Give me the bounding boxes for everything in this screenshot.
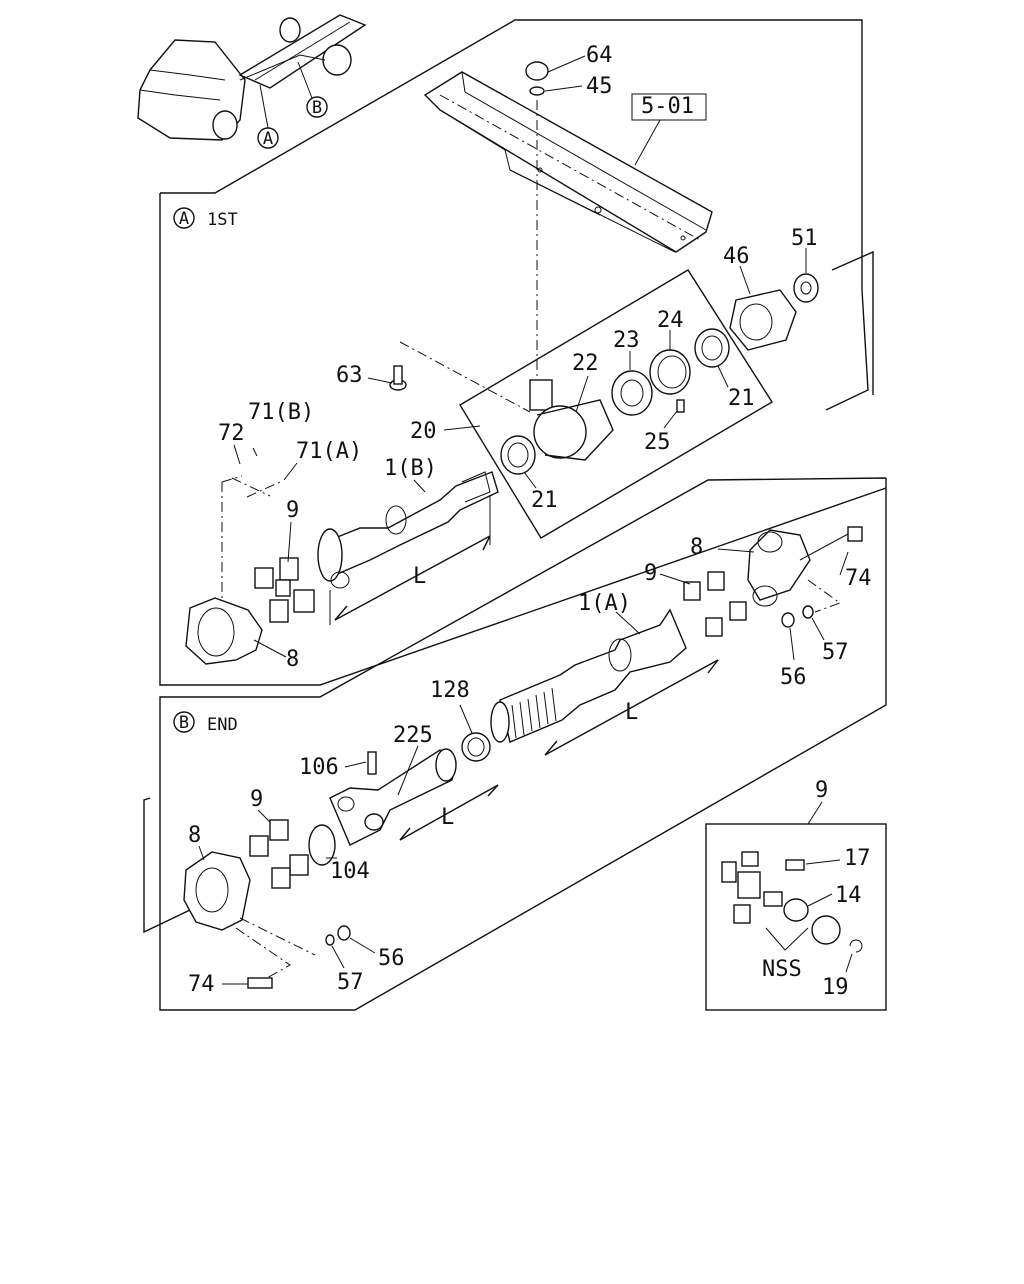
location-marker-a <box>257 127 279 149</box>
callout-74-a: 74 <box>845 566 872 591</box>
callout-9-d: 9 <box>815 778 828 803</box>
callout-9-a: 9 <box>286 498 299 523</box>
callout-19: 19 <box>822 975 849 1000</box>
callout-17: 17 <box>844 846 871 871</box>
callout-128: 128 <box>430 678 470 703</box>
reference-box <box>631 93 707 121</box>
callout-l-b: L <box>625 700 638 725</box>
callout-46: 46 <box>723 244 750 269</box>
universal-joint-9-c <box>249 819 309 889</box>
grease-fitting-106 <box>367 751 377 775</box>
callout-56-b: 56 <box>378 946 405 971</box>
seal-14 <box>783 898 809 922</box>
fastener-leader-c <box>239 917 316 956</box>
section-b-mark: B <box>179 713 189 733</box>
callout-8-b: 8 <box>690 535 703 560</box>
plug-104 <box>308 824 336 866</box>
callout-1b: 1(B) <box>384 456 437 481</box>
nut-64 <box>525 61 549 81</box>
callout-8-a: 8 <box>286 647 299 672</box>
section-a-title: 1ST <box>207 210 238 230</box>
callout-nss: NSS <box>762 957 802 982</box>
dimension-l-c <box>399 784 499 841</box>
section-a-mark-circle <box>173 207 195 229</box>
section-a-leader-lines <box>221 100 538 612</box>
universal-joint-9-b <box>683 571 747 637</box>
callout-8-c: 8 <box>188 823 201 848</box>
bolt-63 <box>389 365 407 391</box>
section-b-frame: B END <box>143 477 887 1011</box>
section-a-frame: A 1ST <box>159 19 887 686</box>
callout-20: 20 <box>410 419 437 444</box>
callout-56-a: 56 <box>780 665 807 690</box>
callout-9-b: 9 <box>644 561 657 586</box>
nut-56-b <box>337 925 351 941</box>
callout-24: 24 <box>657 308 684 333</box>
callout-74-b: 74 <box>188 972 215 997</box>
universal-joint-detail-box <box>705 801 887 1011</box>
callout-63: 63 <box>336 363 363 388</box>
callout-l-c: L <box>441 805 454 830</box>
bolt-74-a <box>847 526 863 542</box>
callout-104: 104 <box>330 859 370 884</box>
callout-1a: 1(A) <box>578 591 631 616</box>
sleeve-128 <box>461 732 491 762</box>
callout-51: 51 <box>791 226 818 251</box>
callout-71b: 71(B) <box>248 400 314 425</box>
callout-45: 45 <box>586 74 613 99</box>
bolt-74-b <box>247 977 273 989</box>
washer-57-b <box>325 934 335 946</box>
center-bearing-group <box>459 269 773 539</box>
fastener-leader-d <box>235 927 291 984</box>
callout-106: 106 <box>299 755 339 780</box>
callout-21-left: 21 <box>531 488 558 513</box>
callout-225: 225 <box>393 723 433 748</box>
callout-21-right: 21 <box>728 386 755 411</box>
dimension-l-b <box>544 659 719 756</box>
section-b-title: END <box>207 715 238 735</box>
section-a-mark: A <box>179 209 189 229</box>
callout-22: 22 <box>572 351 599 376</box>
location-marker-a-label: A <box>263 129 273 149</box>
location-marker-b-label: B <box>312 98 322 118</box>
location-marker-b <box>306 96 328 118</box>
nut-56-a <box>781 612 795 628</box>
callout-leaders <box>198 55 853 985</box>
bearing-cup <box>811 915 841 945</box>
flange-yoke-8-a <box>185 597 263 665</box>
callout-l-a: L <box>413 564 426 589</box>
dimension-l-a <box>329 495 491 625</box>
grease-nipple-17 <box>785 859 805 871</box>
callout-64: 64 <box>586 43 613 68</box>
nut-51 <box>793 273 819 303</box>
callout-72: 72 <box>218 421 245 446</box>
yoke-8-b <box>747 526 863 607</box>
shaft-1b <box>317 471 499 589</box>
callout-23: 23 <box>613 328 640 353</box>
callout-25: 25 <box>644 430 671 455</box>
flange-yoke-8-c <box>183 851 251 931</box>
section-b-mark-circle <box>173 711 195 733</box>
bracket-clip <box>529 379 553 411</box>
callout-57-a: 57 <box>822 640 849 665</box>
truck-thumbnail: A B <box>137 14 367 149</box>
fastener-leader-b <box>807 579 842 613</box>
callout-57-b: 57 <box>337 970 364 995</box>
universal-joint-detail <box>721 851 863 953</box>
slip-yoke-225 <box>329 748 457 846</box>
washer-45 <box>529 86 545 96</box>
callout-5-01: 5-01 <box>641 94 694 119</box>
washer-57-a <box>802 605 814 619</box>
snap-ring-19 <box>849 939 863 953</box>
callout-71a: 71(A) <box>296 439 362 464</box>
universal-joint-9-a <box>254 557 315 623</box>
callout-9-c: 9 <box>250 787 263 812</box>
callout-14: 14 <box>835 883 862 908</box>
companion-flange-46 <box>729 273 819 351</box>
shaft-1a <box>490 608 687 743</box>
callout-labels: 64 45 5-01 46 51 63 22 23 24 20 21 21 25… <box>188 43 872 1000</box>
